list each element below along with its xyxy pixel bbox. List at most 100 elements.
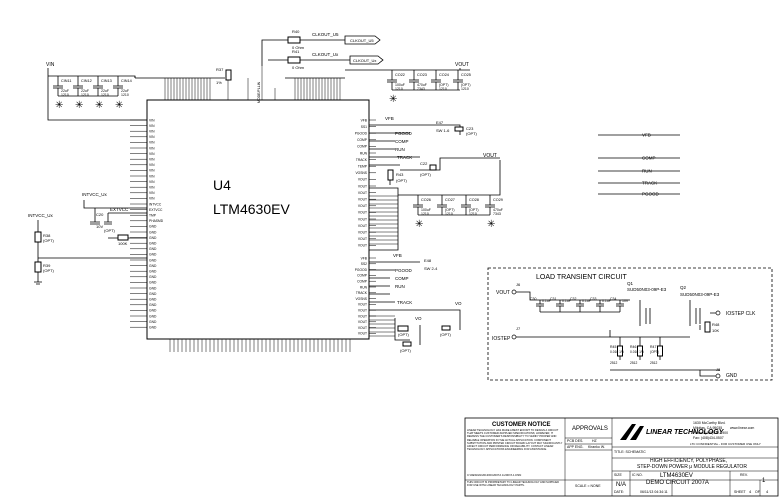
- ic-pin-left-label: VIN: [149, 141, 155, 145]
- cap-val: 470uF: [493, 208, 503, 212]
- top-pin-stubs: [135, 66, 345, 100]
- r-left1-val: (OPT): [43, 238, 55, 243]
- cap-pkg: 1210: [81, 93, 89, 97]
- e-ss1-val: SW 1-6: [436, 128, 450, 133]
- ic-pin-right-label: VOUT: [358, 332, 367, 336]
- track-net-top: TRACK: [397, 155, 412, 160]
- ic-pin-left-label: VIN: [149, 158, 155, 162]
- load-cap-val: 0.1uF: [582, 299, 591, 303]
- load-rgate-body: [704, 321, 711, 333]
- cap-val: (OPT): [469, 208, 479, 212]
- ic-pin-right-label: VOUT: [358, 204, 367, 208]
- title-line-1: HIGH EFFICIENCY, POLYPHASE,: [650, 458, 727, 464]
- ic-pin-left-label: VIN: [149, 191, 155, 195]
- ic-pin-right-label: RUN: [360, 151, 368, 155]
- ic-pin-left-label: VIN: [149, 174, 155, 178]
- ic-pin-right-label: PGOOD: [355, 132, 368, 136]
- c-intvcc-val: 10V: [96, 224, 103, 229]
- r-fb-body: [397, 325, 409, 332]
- load-clk: IOSTEP CLK: [726, 311, 756, 317]
- c-fb-top: [454, 126, 464, 132]
- ic-pin-left-label: GND: [149, 286, 157, 290]
- cap-ref: CO27: [445, 198, 455, 202]
- e-ss2-ref: E48: [424, 258, 432, 263]
- cap-pkg: 7343: [417, 87, 425, 91]
- load-res-ref: R47: [650, 345, 656, 349]
- ic-pin-left-label: VIN: [149, 197, 155, 201]
- ic-pin-right-label: VOUT: [358, 191, 367, 195]
- cap-val: (OPT): [461, 83, 471, 87]
- ic-ref: U4: [213, 177, 231, 193]
- vout-top: VOUT: [345, 62, 470, 71]
- clkout1-port-text: CLKOUT_U5: [350, 38, 374, 43]
- ic-pin-left-label: GND: [149, 247, 157, 251]
- cap-pkg: 1210: [101, 93, 109, 97]
- ic-pins: VINVINVINVINVINVINVINVINVINVINVINVINVINV…: [130, 118, 376, 336]
- ic-pin-right-label: SS2: [361, 262, 367, 266]
- ic-pin-left-label: TMP: [149, 214, 157, 218]
- cap-pkg: 7343: [493, 212, 501, 216]
- right-net-label: PGOOD: [642, 192, 660, 197]
- r-clk2-ref: R41: [292, 49, 300, 54]
- cap-val: 22uF: [121, 89, 129, 93]
- ic-pin-right-label: VOUT: [358, 178, 367, 182]
- cap-val: 100uF: [421, 208, 431, 212]
- title-line-2: STEP-DOWN POWER μ MODULE REGULATOR: [637, 464, 747, 470]
- cap-ref: CO25: [461, 73, 471, 77]
- load-res-body: [637, 345, 643, 357]
- cap-pkg: 1210: [121, 93, 129, 97]
- company-name: LINEAR TECHNOLOGY: [646, 429, 725, 436]
- vout-top-label: VOUT: [455, 62, 469, 68]
- ic-pin-right-label: VOUT: [358, 224, 367, 228]
- notice-text-2: THIS CIRCUIT IS PROPRIETARY TO LINEAR TE…: [467, 481, 560, 488]
- ic-pin-left-label: VIN: [149, 186, 155, 190]
- ic-pin-left-label: GND: [149, 264, 157, 268]
- load-rgate-val: 10K: [712, 328, 719, 333]
- app-eng-val: Kiranko W.: [588, 445, 605, 449]
- load-iostep: IOSTEP: [492, 336, 511, 342]
- ic-pin-left-label: GND: [149, 242, 157, 246]
- cap-ref: CO29: [493, 198, 503, 202]
- approvals-label: APPROVALS: [572, 426, 608, 432]
- cap-pkg: 1210: [421, 212, 429, 216]
- cap-ref: CIN14: [121, 79, 132, 83]
- ic-pin-left-label: VIN: [149, 124, 155, 128]
- ic-pin-left-label: VIN: [149, 152, 155, 156]
- c-fb-bot-val: (OPT): [440, 332, 452, 337]
- ic-pin-left-label: GND: [149, 298, 157, 302]
- ic-pin-right-label: COMP: [357, 280, 368, 284]
- ic-pin-left-label: VIN: [149, 130, 155, 134]
- ic-pin-right-label: VOUT: [358, 237, 367, 241]
- ic-pin-right-label: COMP: [357, 274, 368, 278]
- ic-pin-right-label: VFB: [361, 118, 368, 122]
- r-clk1-ref: R40: [292, 29, 300, 34]
- ic-right-nets-top: PGOOD COMP RUN TRACK VFB E47 SW 1-6 C23 …: [369, 116, 500, 185]
- right-net-label: VFB: [642, 133, 651, 138]
- ic-label: IC NO.: [632, 473, 643, 477]
- star-icon: ✳: [115, 100, 123, 111]
- ic-pin-right-label: VOUT: [358, 184, 367, 188]
- c-ss-val: (OPT): [420, 172, 432, 177]
- cap-ref: CO26: [421, 198, 431, 202]
- cap-ref: CIN11: [61, 79, 71, 83]
- cap-pkg: 1210: [61, 93, 69, 97]
- load-title: LOAD TRANSIENT CIRCUIT: [536, 274, 627, 281]
- clkout1-label: CLKOUT_U5: [312, 32, 339, 37]
- cap-pkg: 1210: [395, 87, 403, 91]
- ic-pin-left-label: INTVCC: [149, 202, 162, 206]
- cout-top-caps: CO22100uF1210✳CO23470uF7343CO24(OPT)1210…: [387, 70, 471, 105]
- cap-ref: CO24: [439, 73, 449, 77]
- cap-ref: CO22: [395, 73, 405, 77]
- ic-top-label: MODE/PLLIN: [257, 81, 261, 103]
- load-res-ref: R46: [630, 345, 636, 349]
- load-box: [487, 267, 773, 381]
- intvcc-label-2: INTVCC_Ux: [28, 213, 54, 218]
- ic-pin-right-label: VOSNS: [355, 171, 367, 175]
- fax: Fax: (408)434-0507: [693, 436, 724, 440]
- star-icon: ✳: [487, 219, 495, 230]
- ic-pin-left-label: VIN: [149, 163, 155, 167]
- track-net-bot: TRACK: [397, 300, 412, 305]
- load-cap-val: 10V: [622, 299, 629, 303]
- r-extvcc-val: 100K: [118, 241, 128, 246]
